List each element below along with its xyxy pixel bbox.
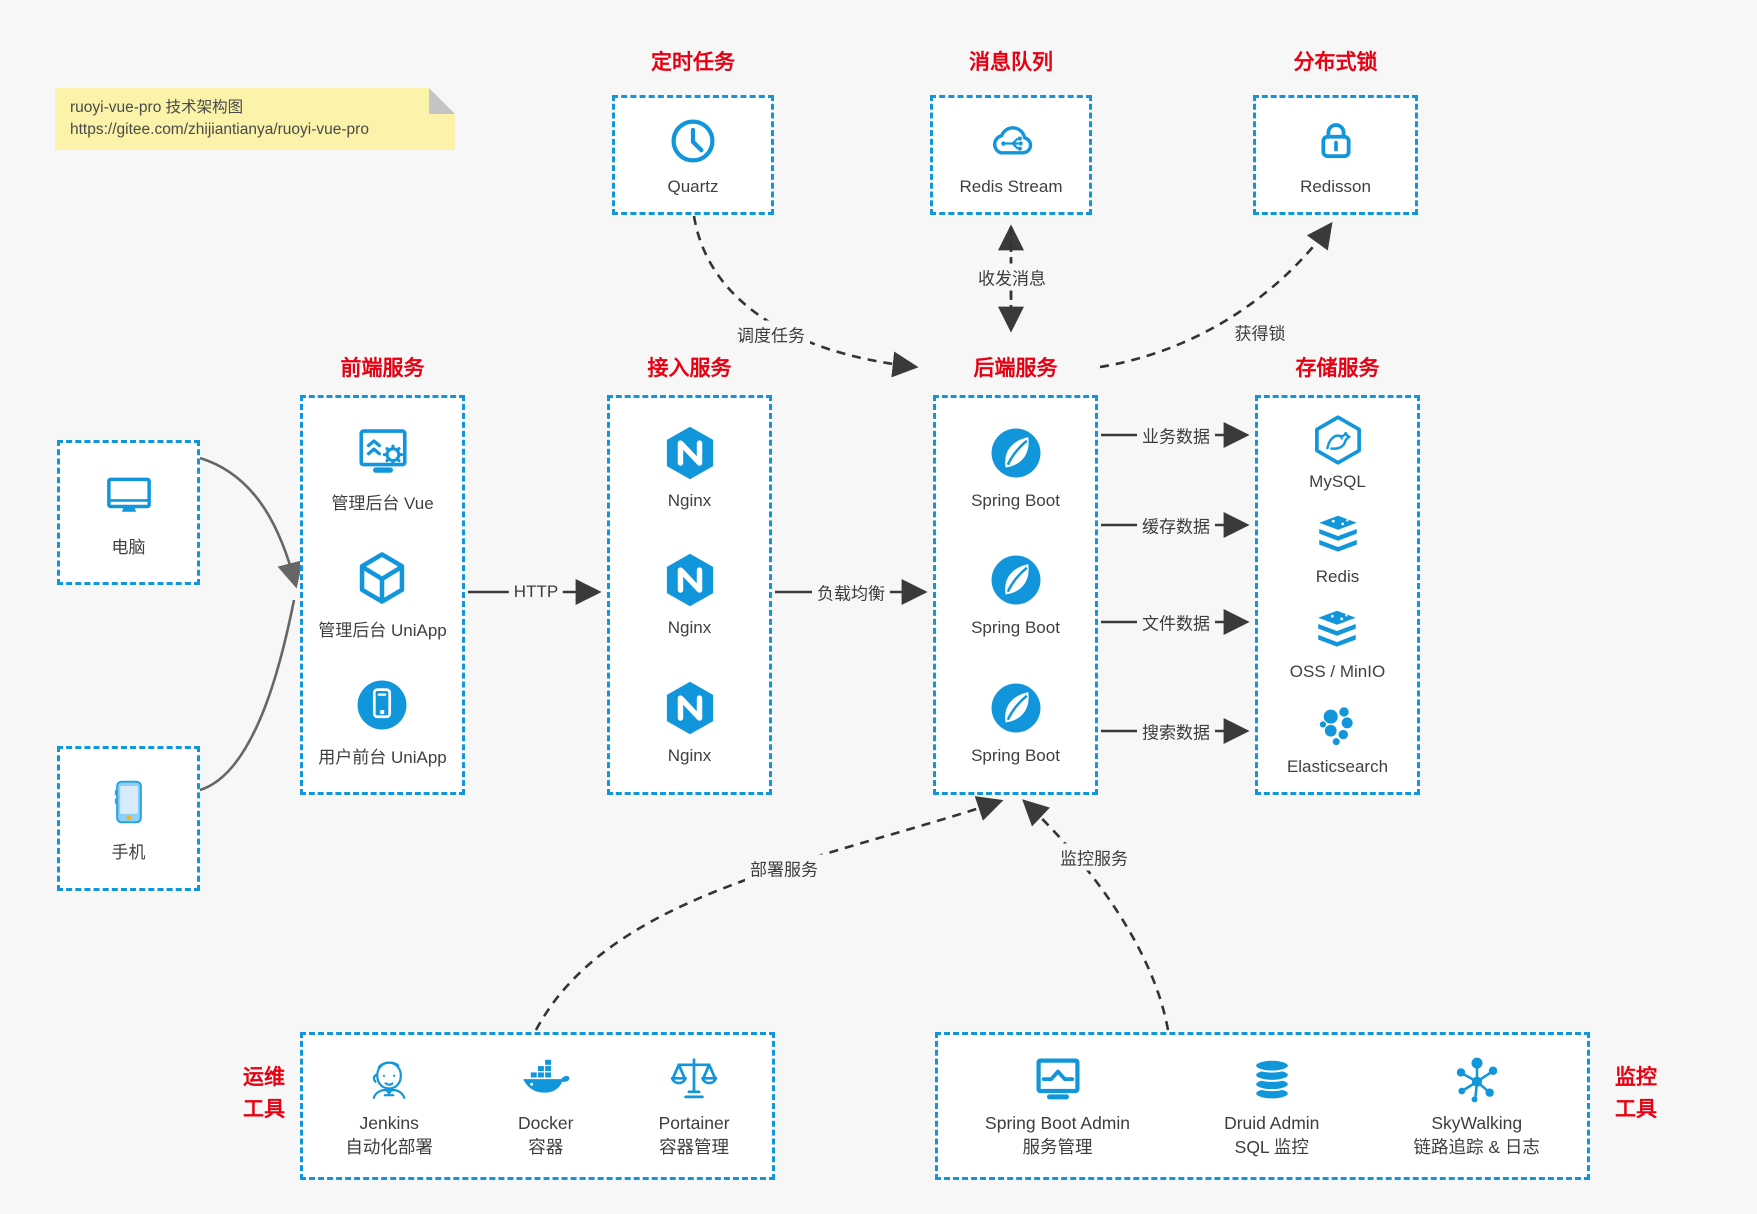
lock-icon bbox=[1320, 122, 1351, 158]
load-balance-label: 负载均衡 bbox=[812, 578, 890, 606]
monitor-service-label: 监控服务 bbox=[1055, 843, 1133, 871]
redis-stream-box: Redis Stream bbox=[930, 95, 1092, 215]
monitor-tools-box: Spring Boot Admin 服务管理 Druid Admin SQL 监… bbox=[935, 1032, 1590, 1180]
admin-uniapp-label: 管理后台 UniApp bbox=[318, 620, 447, 640]
pc-client-box: 电脑 bbox=[57, 440, 200, 585]
cache-data-label: 缓存数据 bbox=[1137, 511, 1215, 539]
redis-stream-label: Redis Stream bbox=[959, 176, 1063, 196]
ops-tools-box: Jenkins 自动化部署 Docker 容器 bbox=[300, 1032, 775, 1180]
acquire-lock-label: 获得锁 bbox=[1229, 318, 1291, 346]
desktop-icon bbox=[106, 477, 151, 512]
send-receive-message-label: 收发消息 bbox=[973, 263, 1051, 291]
phone-client-box: 手机 bbox=[57, 746, 200, 891]
group-title-frontend: 前端服务 bbox=[340, 357, 425, 380]
acquire-lock-arrow bbox=[1099, 221, 1333, 369]
http-label: HTTP bbox=[508, 581, 564, 603]
user-front-uniapp-label: 用户前台 UniApp bbox=[318, 748, 447, 768]
file-data-label: 文件数据 bbox=[1137, 608, 1215, 636]
group-title-storage: 存储服务 bbox=[1295, 357, 1380, 380]
docker-sublabel: 容器 bbox=[528, 1136, 564, 1157]
deploy-service-arrow bbox=[534, 796, 1004, 1031]
schedule-task-arrow bbox=[692, 215, 919, 378]
pc-to-frontend-line bbox=[199, 456, 303, 589]
spring-boot-icon bbox=[991, 556, 1040, 605]
skywalking-icon bbox=[1456, 1058, 1497, 1103]
spring-boot-icon bbox=[991, 428, 1040, 478]
monitor-tools-side-label: 监控 工具 bbox=[1615, 1066, 1657, 1121]
jenkins-sublabel: 自动化部署 bbox=[345, 1136, 433, 1157]
sticky-note: ruoyi-vue-pro 技术架构图 https://gitee.com/zh… bbox=[55, 88, 455, 150]
oss-minio-label: OSS / MinIO bbox=[1289, 661, 1386, 681]
storage-services-box: MySQL Redis bbox=[1255, 395, 1420, 795]
druid-admin-label: Druid Admin bbox=[1224, 1113, 1320, 1134]
deploy-service-label: 部署服务 bbox=[745, 854, 823, 882]
spring-boot-admin-icon bbox=[1036, 1058, 1080, 1100]
portainer-icon bbox=[670, 1058, 718, 1099]
schedule-task-label: 调度任务 bbox=[732, 320, 810, 348]
admin-vue-label: 管理后台 Vue bbox=[331, 493, 434, 513]
nginx-label: Nginx bbox=[667, 745, 712, 765]
redis-label: Redis bbox=[1315, 566, 1360, 586]
note-fold-corner bbox=[429, 88, 455, 114]
phone-icon bbox=[114, 780, 142, 823]
nginx-label: Nginx bbox=[667, 618, 712, 638]
cloud-stream-icon bbox=[992, 125, 1033, 155]
group-title-backend: 后端服务 bbox=[973, 357, 1058, 380]
nginx-label: Nginx bbox=[667, 491, 712, 511]
group-title-message-queue: 消息队列 bbox=[969, 51, 1053, 74]
spring-boot-admin-sublabel: 服务管理 bbox=[1022, 1136, 1093, 1157]
phone-label: 手机 bbox=[111, 842, 146, 862]
clock-icon bbox=[671, 118, 715, 163]
docker-icon bbox=[522, 1060, 570, 1094]
spring-boot-label: Spring Boot bbox=[971, 745, 1060, 765]
redisson-label: Redisson bbox=[1300, 176, 1371, 196]
elasticsearch-label: Elasticsearch bbox=[1286, 756, 1389, 776]
redisson-box: Redisson bbox=[1253, 95, 1418, 215]
mysql-label: MySQL bbox=[1309, 471, 1366, 491]
admin-vue-icon bbox=[358, 428, 407, 473]
monitor-service-arrow bbox=[1022, 799, 1170, 1031]
nginx-icon bbox=[666, 426, 713, 480]
group-title-scheduled-task: 定时任务 bbox=[651, 51, 735, 74]
portainer-sublabel: 容器管理 bbox=[659, 1136, 730, 1157]
user-app-icon bbox=[358, 680, 407, 730]
nginx-icon bbox=[666, 554, 713, 607]
pc-label: 电脑 bbox=[111, 537, 146, 557]
spring-boot-label: Spring Boot bbox=[971, 618, 1060, 638]
group-title-gateway: 接入服务 bbox=[647, 357, 732, 380]
phone-to-frontend-line bbox=[199, 599, 296, 792]
skywalking-sublabel: 链路追踪 & 日志 bbox=[1413, 1136, 1540, 1157]
business-data-label: 业务数据 bbox=[1137, 421, 1215, 449]
gateway-services-box: Nginx Nginx Nginx bbox=[607, 395, 772, 795]
redis-icon bbox=[1318, 515, 1357, 552]
jenkins-label: Jenkins bbox=[359, 1113, 419, 1134]
jenkins-icon bbox=[372, 1061, 406, 1100]
oss-minio-icon bbox=[1318, 610, 1357, 647]
nginx-icon bbox=[666, 681, 713, 735]
note-title: ruoyi-vue-pro 技术架构图 bbox=[70, 99, 244, 116]
portainer-label: Portainer bbox=[658, 1113, 730, 1134]
spring-boot-admin-label: Spring Boot Admin bbox=[985, 1113, 1130, 1134]
spring-boot-icon bbox=[991, 683, 1040, 733]
spring-boot-label: Spring Boot bbox=[971, 491, 1060, 511]
elasticsearch-icon bbox=[1320, 706, 1354, 745]
search-data-label: 搜索数据 bbox=[1137, 717, 1215, 745]
uniapp-cube-icon bbox=[360, 552, 405, 604]
druid-icon bbox=[1253, 1059, 1290, 1101]
docker-label: Docker bbox=[518, 1113, 574, 1134]
mysql-icon bbox=[1314, 414, 1361, 465]
skywalking-label: SkyWalking bbox=[1431, 1113, 1523, 1134]
backend-services-box: Spring Boot Spring Boot Spring Boot bbox=[933, 395, 1098, 795]
ops-tools-side-label: 运维 工具 bbox=[243, 1066, 285, 1121]
frontend-services-box: 管理后台 Vue 管理后台 UniApp 用户前台 UniApp bbox=[300, 395, 465, 795]
quartz-box: Quartz bbox=[612, 95, 774, 215]
group-title-distributed-lock: 分布式锁 bbox=[1293, 51, 1378, 74]
note-url: https://gitee.com/zhijiantianya/ruoyi-vu… bbox=[70, 121, 369, 139]
druid-admin-sublabel: SQL 监控 bbox=[1234, 1136, 1309, 1157]
quartz-label: Quartz bbox=[667, 176, 719, 196]
